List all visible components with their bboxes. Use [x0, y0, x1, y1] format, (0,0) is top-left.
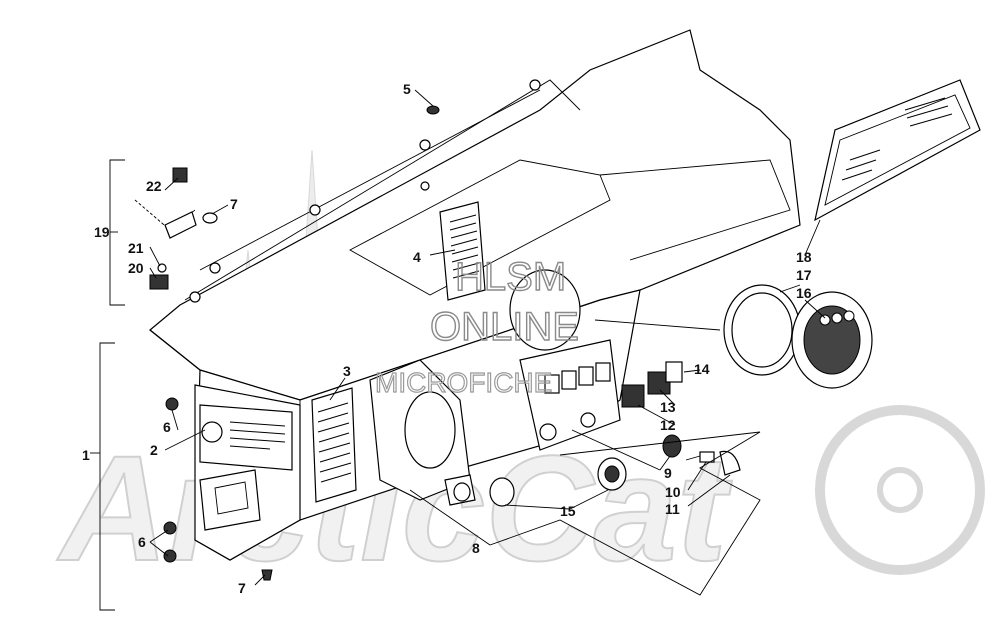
callout-16: 16 — [796, 285, 812, 301]
callout-6-lower: 6 — [138, 534, 146, 550]
callout-9: 9 — [664, 465, 672, 481]
latch-assembly — [134, 167, 218, 290]
callout-1: 1 — [82, 447, 90, 463]
callout-3: 3 — [343, 363, 351, 379]
dash-lower-panel — [149, 269, 641, 561]
gauge-assembly — [723, 284, 873, 389]
callout-22: 22 — [146, 178, 162, 194]
accessories — [444, 434, 741, 507]
callout-2: 2 — [150, 442, 158, 458]
watermark-line1: HLSM — [455, 255, 566, 299]
fasteners — [163, 105, 440, 581]
warning-label-4 — [439, 201, 486, 301]
callout-14: 14 — [694, 361, 710, 377]
callout-11: 11 — [665, 501, 680, 517]
switches — [621, 361, 683, 408]
callout-6-upper: 6 — [163, 419, 171, 435]
watermark-line3: MICROFICHE — [375, 367, 552, 398]
callout-12: 12 — [660, 417, 676, 433]
watermark-text: HLSM ONLINE MICROFICHE — [374, 254, 579, 398]
leader-lines — [149, 89, 826, 586]
callout-15: 15 — [560, 503, 576, 519]
watermark-line2: ONLINE — [430, 305, 579, 349]
glovebox-door — [814, 79, 981, 222]
callout-19: 19 — [94, 224, 110, 240]
group-brackets — [90, 159, 761, 611]
callout-18: 18 — [796, 249, 812, 265]
callout-21: 21 — [128, 240, 144, 256]
callout-13: 13 — [660, 399, 676, 415]
callout-5: 5 — [403, 81, 411, 97]
callout-4: 4 — [413, 249, 421, 265]
callout-8: 8 — [472, 540, 480, 556]
callout-7-upper: 7 — [230, 196, 238, 212]
callout-10: 10 — [665, 484, 681, 500]
callout-20: 20 — [128, 260, 144, 276]
callout-labels: 1 2 3 4 5 6 6 7 7 8 9 10 11 12 13 14 15 … — [82, 81, 812, 596]
callout-7-lower: 7 — [238, 580, 246, 596]
callout-17: 17 — [796, 267, 812, 283]
